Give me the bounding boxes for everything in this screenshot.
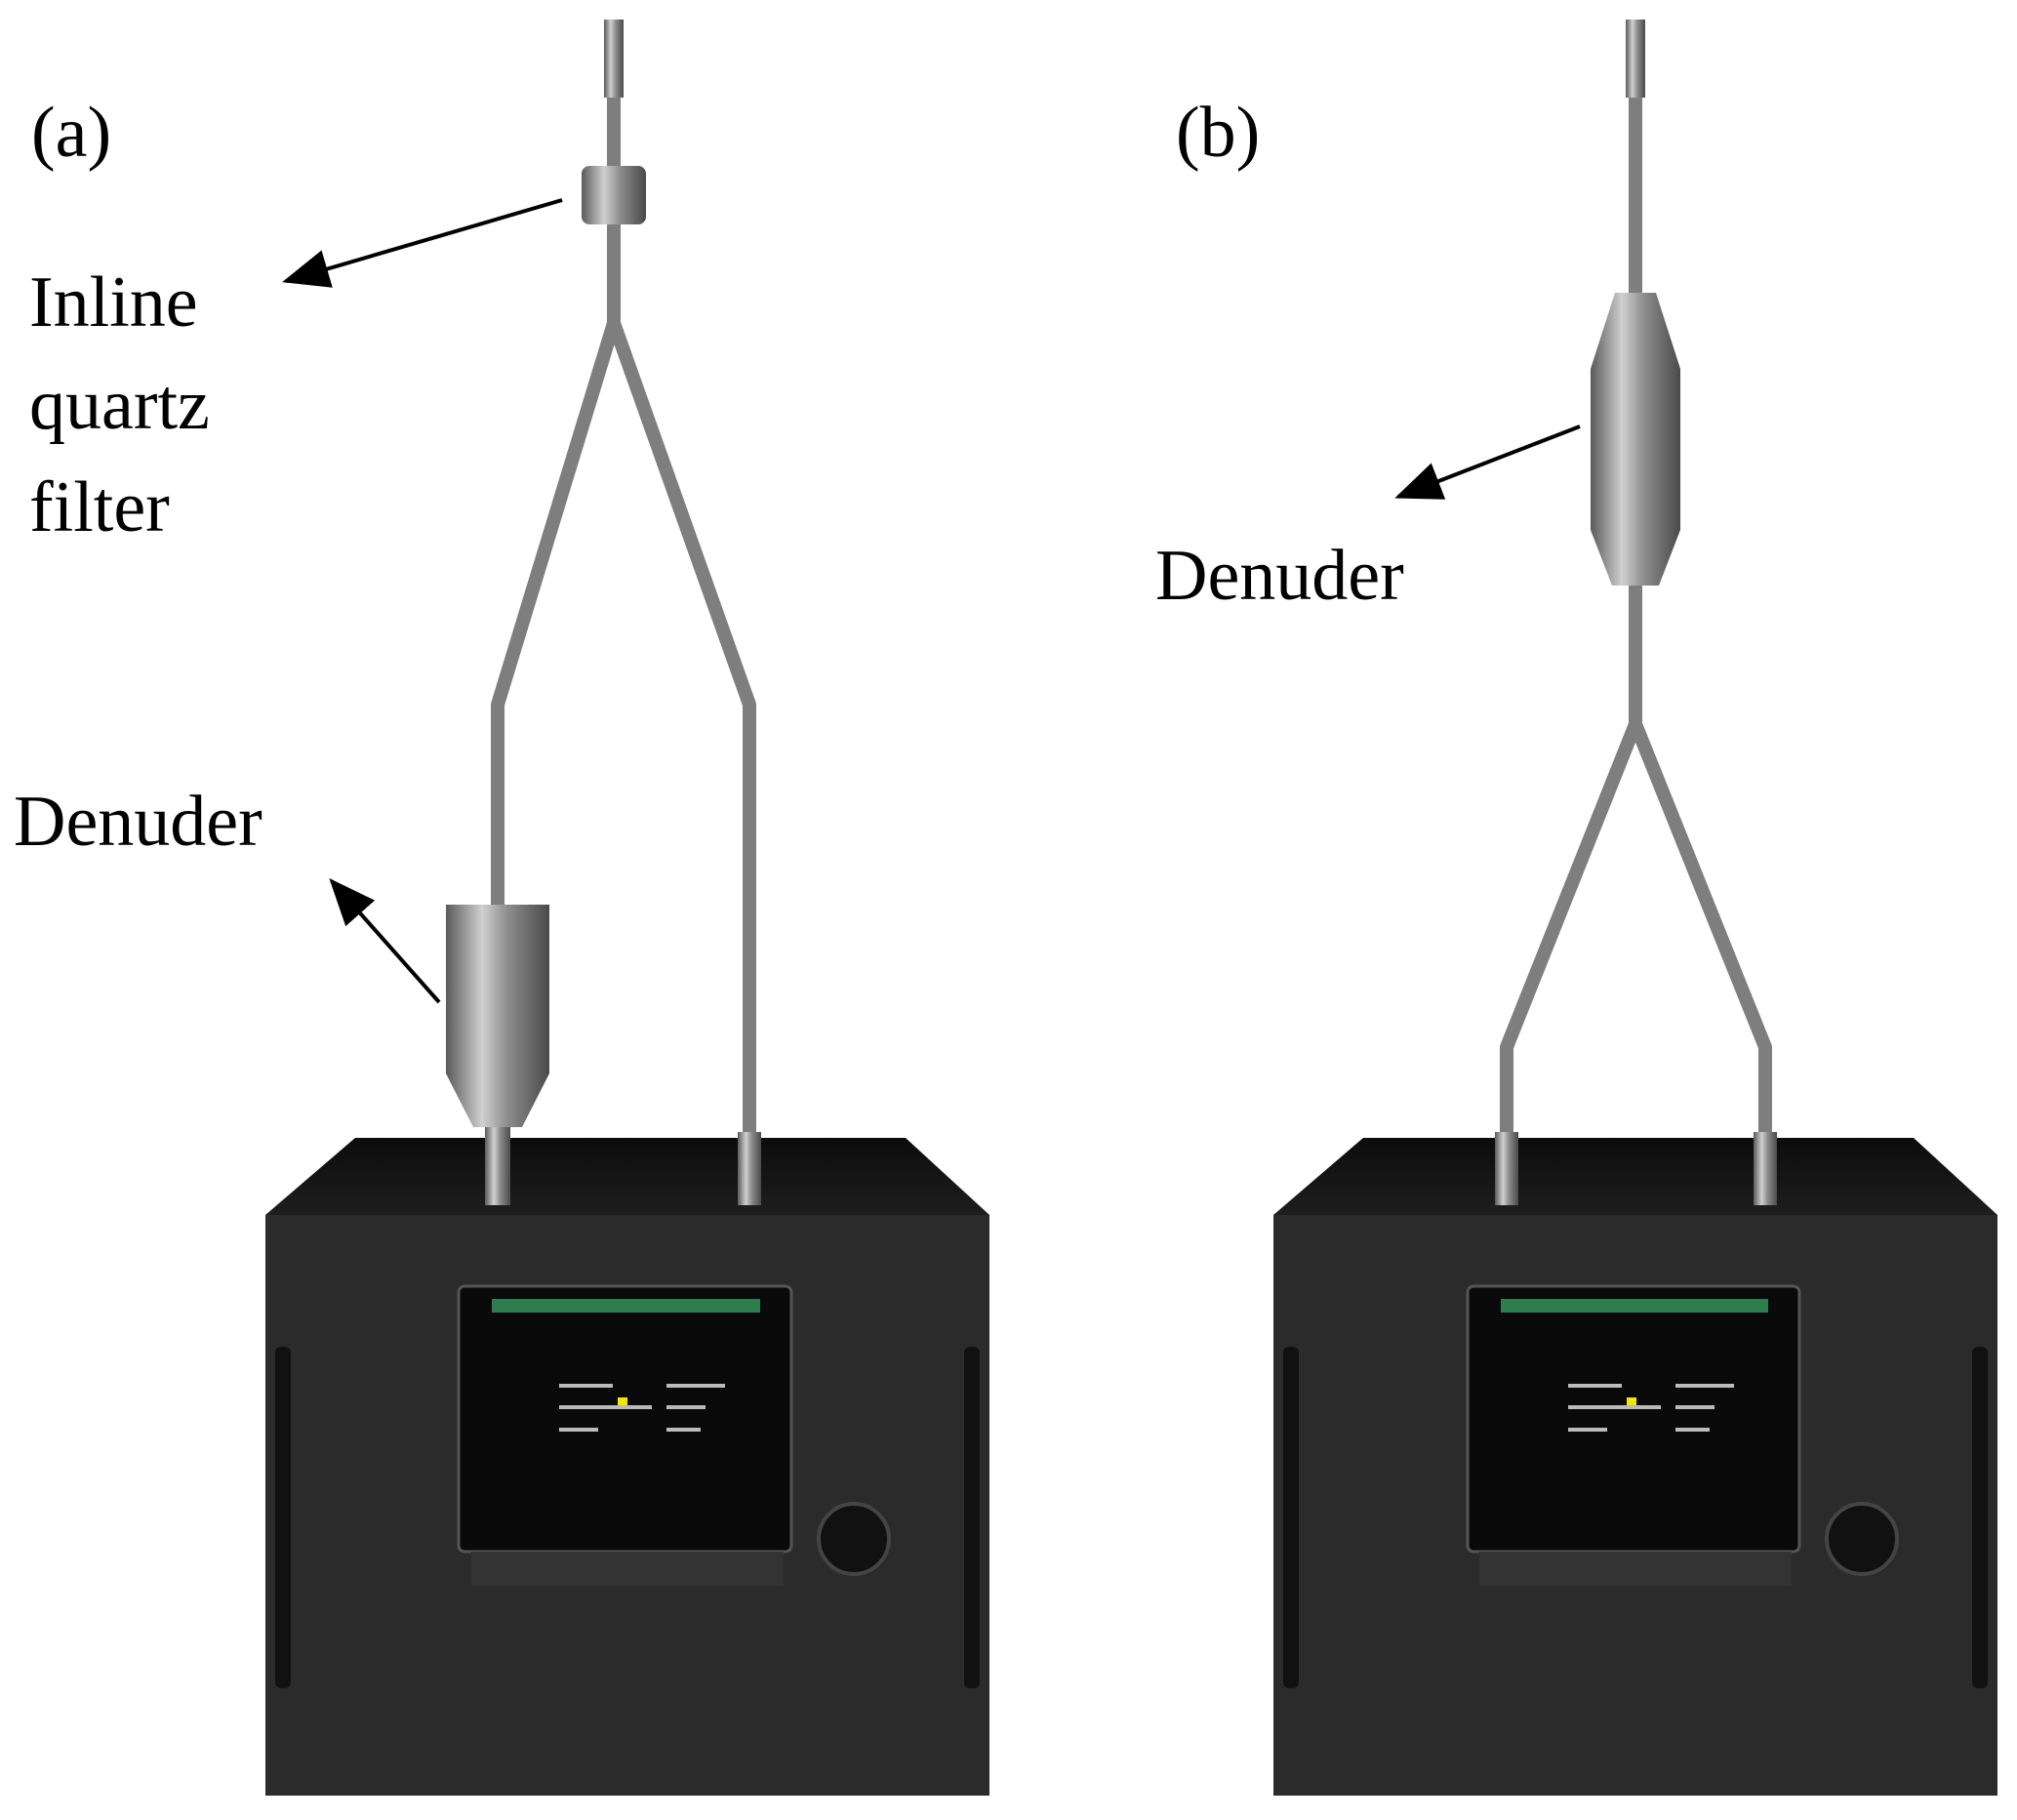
handle-right xyxy=(964,1347,980,1688)
screen-text-lines xyxy=(1568,1384,1734,1432)
arrow-denuder-a xyxy=(329,878,441,1004)
denuder-a-label: Denuder xyxy=(14,782,262,862)
filter-label: Inline quartz filter xyxy=(29,252,210,559)
handle-right xyxy=(1972,1347,1988,1688)
screen-header xyxy=(492,1299,760,1313)
touchscreen xyxy=(1466,1284,1801,1554)
handle-left xyxy=(1283,1347,1299,1688)
instrument-b xyxy=(1273,1138,1997,1796)
screen-base xyxy=(471,1552,784,1586)
screen-indicator xyxy=(1627,1397,1636,1407)
inlet-b xyxy=(1626,20,1645,98)
touchscreen xyxy=(457,1284,793,1554)
panel-b-tag: (b) xyxy=(1176,93,1261,173)
control-knob xyxy=(817,1502,891,1576)
filter-label-line2: quartz xyxy=(29,365,210,446)
filter-label-line1: Inline xyxy=(29,263,198,343)
arrow-filter xyxy=(282,198,563,288)
tube-a-stub xyxy=(738,1132,761,1205)
denuder-b xyxy=(1591,293,1680,586)
screen-base xyxy=(1479,1552,1792,1586)
instrument-a xyxy=(265,1138,989,1796)
denuder-b-label: Denuder xyxy=(1155,536,1404,616)
filter-label-line3: filter xyxy=(29,467,170,548)
inlet-a xyxy=(604,20,624,98)
screen-header xyxy=(1501,1299,1768,1313)
denuder-a-stub xyxy=(485,1127,510,1205)
tube-b-stub-left xyxy=(1495,1132,1518,1205)
handle-left xyxy=(275,1347,291,1688)
denuder-a xyxy=(446,905,549,1127)
arrow-denuder-b xyxy=(1394,425,1581,500)
tube-b-stub-right xyxy=(1754,1132,1777,1205)
tubing-b xyxy=(1500,20,1772,1202)
chassis-top xyxy=(1273,1138,1997,1215)
screen-indicator xyxy=(618,1397,627,1407)
panel-a-tag: (a) xyxy=(31,93,112,173)
inline-quartz-filter xyxy=(582,166,646,224)
control-knob xyxy=(1825,1502,1899,1576)
chassis-top xyxy=(265,1138,989,1215)
screen-text-lines xyxy=(559,1384,725,1432)
